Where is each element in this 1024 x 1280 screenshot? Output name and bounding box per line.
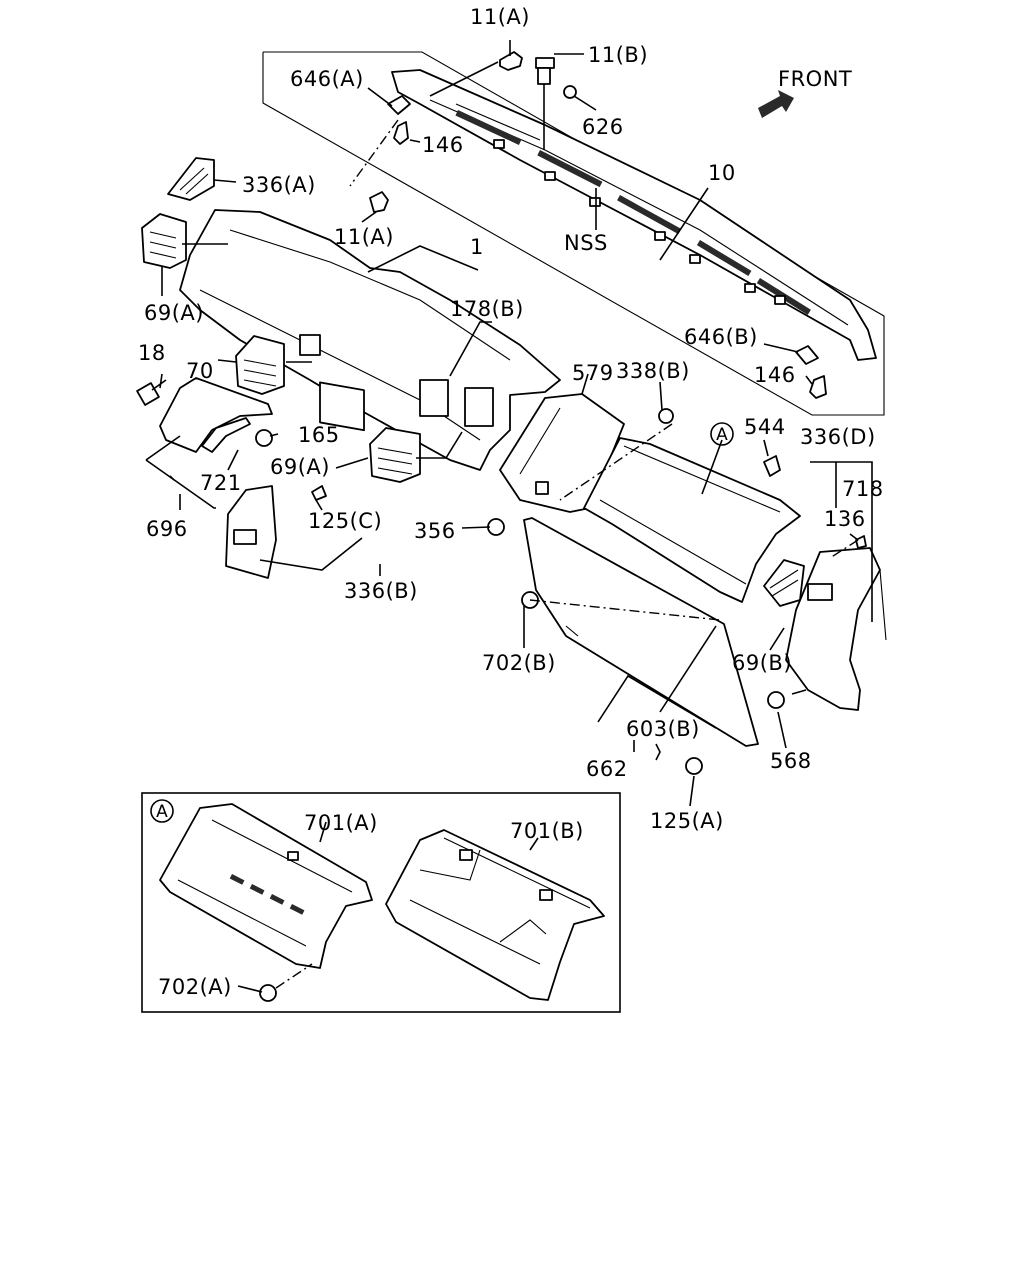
glove-box-frame <box>583 437 801 603</box>
label-69a-left: 69(A) <box>144 301 204 325</box>
reference-a-label: A <box>716 425 728 445</box>
glove-box-lid-662 <box>523 517 759 747</box>
vent-69a-mid <box>369 427 421 483</box>
screw-544 <box>763 455 781 477</box>
label-568: 568 <box>770 749 812 773</box>
label-125c: 125(C) <box>308 509 382 533</box>
label-11a-mid: 11(A) <box>334 225 394 249</box>
nut-356 <box>487 518 505 536</box>
label-646b: 646(B) <box>684 325 758 349</box>
label-702a: 702(A) <box>158 975 232 999</box>
label-356: 356 <box>414 519 456 543</box>
screw-146-top <box>393 121 409 145</box>
label-178b: 178(B) <box>450 297 524 321</box>
lower-cover-696 <box>159 377 273 453</box>
label-338b: 338(B) <box>616 359 690 383</box>
label-146-top: 146 <box>422 133 464 157</box>
reference-a-marker: A <box>710 422 734 446</box>
bolt-18 <box>136 379 167 406</box>
screw-11a-mid <box>369 191 389 213</box>
label-696: 696 <box>146 517 188 541</box>
clip-626 <box>563 85 577 99</box>
label-544: 544 <box>744 415 786 439</box>
label-69a-mid: 69(A) <box>270 455 330 479</box>
glove-box-701b <box>385 829 605 1001</box>
label-336d: 336(D) <box>800 425 876 449</box>
defroster-grille-336a <box>167 157 215 201</box>
label-662: 662 <box>586 757 628 781</box>
label-579: 579 <box>572 361 614 385</box>
vent-70 <box>235 335 285 395</box>
label-11b: 11(B) <box>588 43 648 67</box>
label-125a: 125(A) <box>650 809 724 833</box>
leader-lines <box>145 40 873 807</box>
panel-579 <box>499 393 625 513</box>
part-labels: 11(A) 11(B) 646(A) FRONT 626 146 336(A) … <box>138 5 884 999</box>
label-646a: 646(A) <box>290 67 364 91</box>
instrument-panel-main <box>179 209 561 471</box>
inset-frame <box>141 792 621 1013</box>
fasteners <box>136 51 867 1002</box>
clip-646b <box>795 345 819 365</box>
clip-338b <box>658 408 674 424</box>
label-702b: 702(B) <box>482 651 556 675</box>
nut-702a <box>259 984 277 1002</box>
label-10: 10 <box>708 161 736 185</box>
screw-146-right <box>809 375 827 399</box>
label-1: 1 <box>470 235 484 259</box>
label-165: 165 <box>298 423 340 447</box>
panel-336b <box>225 485 277 579</box>
label-336b: 336(B) <box>344 579 418 603</box>
bolt-11b <box>535 57 555 150</box>
nut-165 <box>255 429 273 447</box>
label-nss: NSS <box>564 231 608 255</box>
label-626: 626 <box>582 115 624 139</box>
label-18: 18 <box>138 341 166 365</box>
screw-125c <box>311 485 327 501</box>
screw-568 <box>767 691 785 709</box>
cover-clips <box>493 139 786 305</box>
vent-69a-left <box>141 213 187 269</box>
side-cover-336d <box>785 547 887 711</box>
label-718: 718 <box>842 477 884 501</box>
inset-a-label: A <box>156 802 168 822</box>
screw-11a-top <box>499 51 523 71</box>
label-336a: 336(A) <box>242 173 316 197</box>
clip-125a <box>685 757 703 775</box>
label-721: 721 <box>200 471 242 495</box>
front-arrow-icon <box>758 90 794 118</box>
label-70: 70 <box>186 359 214 383</box>
upper-cover-group <box>262 51 885 416</box>
glove-box-701a <box>159 803 373 969</box>
label-701b: 701(B) <box>510 819 584 843</box>
label-603b: 603(B) <box>626 717 700 741</box>
vent-69b <box>763 559 805 607</box>
inset-detail-a: A <box>141 792 621 1013</box>
label-69b: 69(B) <box>732 651 792 675</box>
clip-646a <box>387 95 411 115</box>
label-136: 136 <box>824 507 866 531</box>
label-146-right: 146 <box>754 363 796 387</box>
screw-136 <box>855 535 867 549</box>
label-front: FRONT <box>778 67 852 91</box>
label-701a: 701(A) <box>304 811 378 835</box>
label-11a-top: 11(A) <box>470 5 530 29</box>
